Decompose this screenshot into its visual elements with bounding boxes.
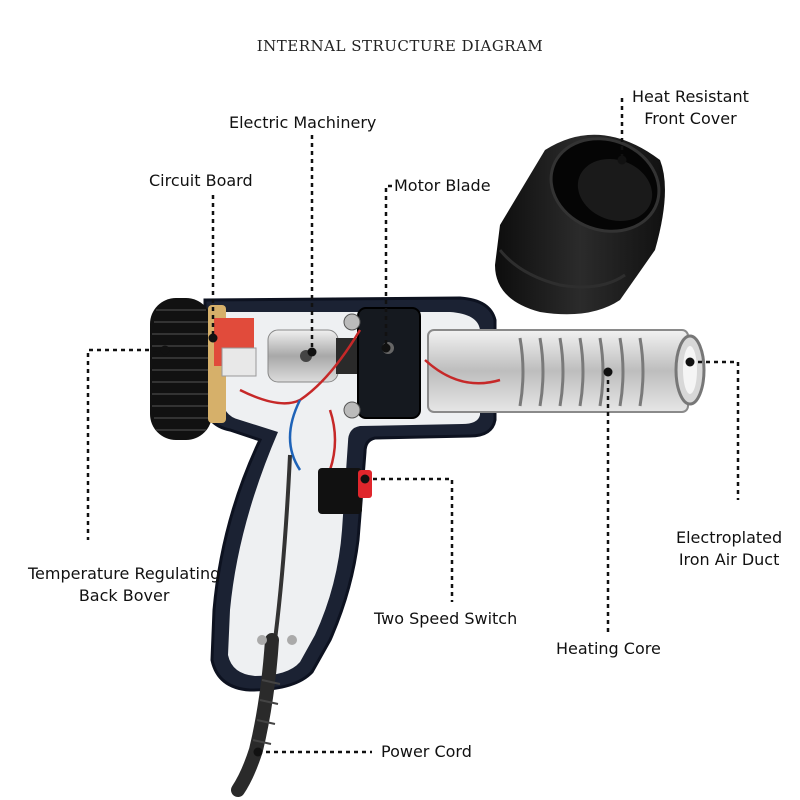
label-line: Iron Air Duct [678, 550, 780, 569]
label-line: Electroplated [676, 528, 783, 547]
label-electroplated-iron-air-duct: Electroplated Iron Air Duct [676, 527, 782, 571]
label-line: Heat Resistant [632, 87, 749, 106]
wires-part [239, 329, 501, 641]
label-power-cord: Power Cord [381, 742, 472, 761]
diagram-title: INTERNAL STRUCTURE DIAGRAM [256, 37, 544, 55]
leader-lines [86, 98, 740, 754]
motor-part [267, 329, 358, 383]
heating-tube-part [427, 329, 706, 413]
label-line: Back Bover [78, 586, 170, 605]
leader-motor-blade [384, 184, 392, 348]
label-electric-machinery: Electric Machinery [229, 113, 377, 132]
label-heating-core: Heating Core [556, 639, 661, 658]
leader-dots [160, 155, 695, 757]
leader-switch [365, 477, 454, 602]
power-cord-part [231, 633, 297, 797]
label-two-speed-switch: Two Speed Switch [374, 609, 518, 628]
leader-air-duct [690, 360, 740, 500]
label-motor-blade: Motor Blade [394, 176, 491, 195]
leader-back-cover [86, 348, 165, 540]
label-heat-resistant-front-cover: Heat Resistant Front Cover [632, 86, 749, 130]
label-line: Front Cover [644, 109, 737, 128]
label-circuit-board: Circuit Board [149, 171, 253, 190]
back-dial-part [150, 298, 212, 440]
label-line: Temperature Regulating [28, 564, 221, 583]
label-temperature-regulating-back-cover: Temperature Regulating Back Bover [28, 563, 220, 607]
front-cover-part [495, 134, 665, 315]
